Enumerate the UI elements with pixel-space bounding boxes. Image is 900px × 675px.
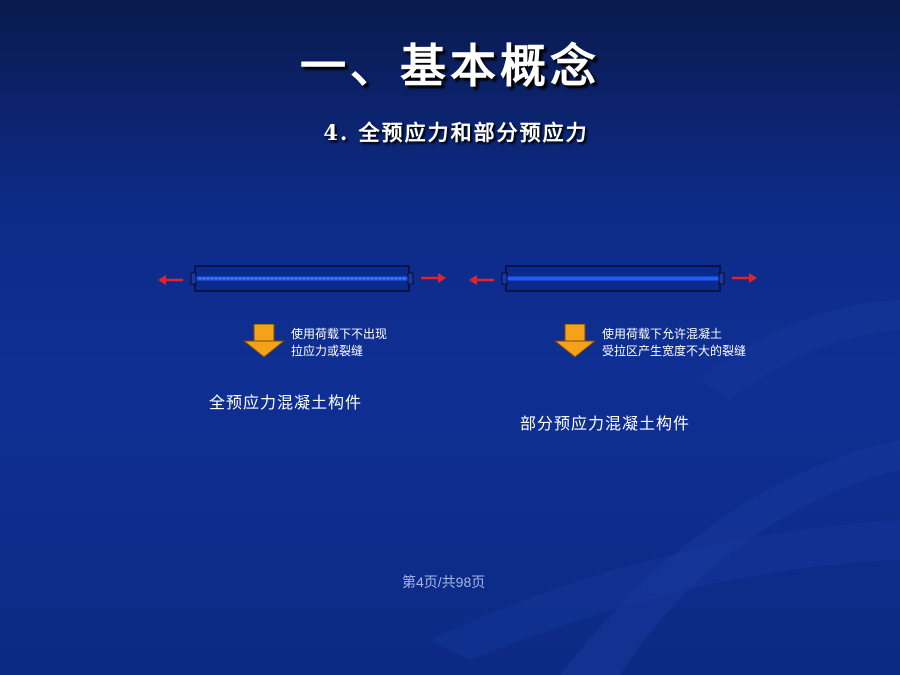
left-note-line2: 拉应力或裂缝 <box>291 344 364 358</box>
right-down-arrow-icon <box>554 324 596 358</box>
left-note: 使用荷载下不出现 拉应力或裂缝 <box>291 326 387 360</box>
full-prestress-beam-diagram <box>158 265 446 292</box>
page-title: 一、基本概念 <box>300 39 600 93</box>
left-note-line1: 使用荷载下不出现 <box>291 327 388 341</box>
right-note-line1: 使用荷载下允许混凝土 <box>602 327 723 341</box>
right-label: 部分预应力混凝土构件 <box>520 414 691 433</box>
page-subtitle: 4. 全预应力和部分预应力 <box>323 120 589 145</box>
left-label: 全预应力混凝土构件 <box>209 393 363 412</box>
right-note-line2: 受拉区产生宽度不大的裂缝 <box>602 344 747 358</box>
page-number: 第4页/共98页 <box>402 574 486 590</box>
partial-prestress-beam-diagram <box>469 265 757 292</box>
left-down-arrow-icon <box>243 324 285 358</box>
right-note: 使用荷载下允许混凝土 受拉区产生宽度不大的裂缝 <box>602 326 746 360</box>
